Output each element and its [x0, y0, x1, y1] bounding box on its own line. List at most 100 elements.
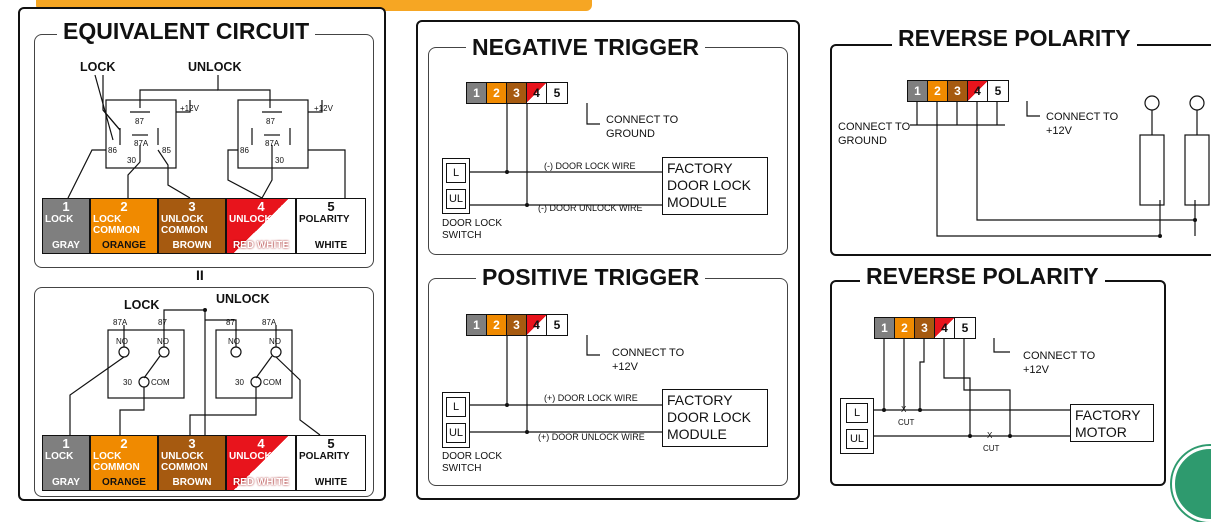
neg-factory-1: FACTORY	[667, 160, 733, 176]
rp2-switch-ul[interactable]: UL	[846, 429, 868, 449]
neg-factory-module: FACTORY DOOR LOCK MODULE	[662, 157, 768, 215]
terminal-b-5-name: POLARITY	[299, 451, 350, 462]
equivalent-circuit-lower-frame	[34, 287, 374, 497]
lock-label-2: LOCK	[124, 298, 160, 312]
pos-factory-module: FACTORY DOOR LOCK MODULE	[662, 389, 768, 447]
neg-switch-label-1: DOOR LOCK	[442, 218, 503, 229]
terminal-1-color: GRAY	[52, 240, 80, 251]
neg-switch-l[interactable]: L	[446, 163, 466, 183]
rp1-pin-1: 1	[908, 81, 928, 101]
pos-pin-2: 2	[487, 315, 507, 335]
lock-label: LOCK	[80, 60, 116, 74]
relay2-plus12v: +12V	[314, 104, 333, 113]
terminal-b-3-name: UNLOCK COMMON	[161, 451, 208, 473]
rp2-pin-2: 2	[895, 318, 915, 338]
terminal-b-3-color: BROWN	[172, 477, 212, 488]
rp2-x-mark-2: X	[987, 431, 993, 440]
reverse-polarity-1-title: REVERSE POLARITY	[892, 25, 1137, 51]
rp2-x-mark-1: X	[901, 405, 907, 414]
negative-trigger-pins: 1 2 3 4 5	[466, 82, 568, 104]
terminal-b-2-num: 2	[120, 436, 128, 451]
terminal-5: 5 POLARITY WHITE	[296, 198, 366, 254]
switch-87: 87	[158, 318, 167, 327]
relay-pin-85: 85	[162, 146, 171, 155]
rp2-factory-1: FACTORY	[1075, 407, 1141, 423]
terminal-3-name: UNLOCK COMMON	[161, 214, 208, 236]
relay2-pin-30: 30	[275, 156, 284, 165]
rp2-connect-right-2: +12V	[1023, 364, 1049, 376]
relay-pin-30: 30	[127, 156, 136, 165]
neg-pin-4: 4	[527, 83, 547, 103]
pos-pin-5: 5	[547, 315, 567, 335]
neg-factory-2: DOOR LOCK	[667, 177, 752, 193]
terminal-5-num: 5	[327, 199, 335, 214]
terminal-b-1-num: 1	[62, 436, 70, 451]
terminal-b-4-name: UNLOCK	[229, 451, 272, 462]
pos-connect-target: +12V	[612, 361, 638, 373]
neg-switch-ul[interactable]: UL	[446, 189, 466, 209]
reverse-polarity-2-wiring	[874, 338, 1070, 438]
switch2-no-2: NO	[269, 337, 281, 346]
negative-trigger-title: NEGATIVE TRIGGER	[466, 34, 706, 60]
rp2-cut-2: CUT	[983, 444, 1000, 453]
terminal-3-num: 3	[188, 199, 196, 214]
neg-pin-1: 1	[467, 83, 487, 103]
rp2-cut-1: CUT	[898, 418, 915, 427]
rp2-factory-motor: FACTORY MOTOR	[1070, 404, 1154, 442]
positive-trigger-title: POSITIVE TRIGGER	[476, 264, 706, 290]
pos-switch-l[interactable]: L	[446, 397, 466, 417]
relay-pin-86: 86	[108, 146, 117, 155]
rp1-connect-right-2: +12V	[1046, 125, 1072, 137]
neg-factory-3: MODULE	[667, 194, 727, 210]
rp1-connect-left-2: GROUND	[838, 135, 887, 147]
terminal-b-4-num: 4	[257, 436, 265, 451]
terminal-3: 3 UNLOCK COMMON BROWN	[158, 198, 226, 254]
equivalent-circuit-title: EQUIVALENT CIRCUIT	[57, 18, 316, 44]
terminal-5-color: WHITE	[314, 240, 348, 251]
terminal-b-2-name: LOCK COMMON	[93, 451, 140, 473]
switch-no-1: NO	[116, 337, 128, 346]
relay-plus12v: +12V	[180, 104, 199, 113]
pos-factory-1: FACTORY	[667, 392, 733, 408]
rp2-door-lock-switch: L UL	[840, 398, 874, 454]
relay2-pin-87a: 87A	[265, 139, 280, 148]
terminal-2-color: ORANGE	[102, 240, 146, 251]
equivalent-circuit-relay-wiring	[67, 74, 346, 199]
switch2-87a: 87A	[262, 318, 277, 327]
rp2-pin-3: 3	[915, 318, 935, 338]
reverse-polarity-1-wiring	[910, 95, 1210, 238]
rp1-connect-right-1: CONNECT TO	[1046, 111, 1119, 123]
rp2-pin-1: 1	[875, 318, 895, 338]
neg-pin-5: 5	[547, 83, 567, 103]
neg-pin-3: 3	[507, 83, 527, 103]
pos-lock-wire: (+) DOOR LOCK WIRE	[544, 393, 638, 403]
terminal-b-2: 2 LOCK COMMON ORANGE	[90, 435, 158, 491]
pos-pin-3: 3	[507, 315, 527, 335]
relay2-pin-86: 86	[240, 146, 249, 155]
terminal-4-color: RED WHITE	[232, 240, 290, 251]
rp2-switch-l[interactable]: L	[846, 403, 868, 423]
neg-switch-label-2: SWITCH	[442, 230, 482, 241]
pos-switch-label-1: DOOR LOCK	[442, 451, 503, 462]
switch-30: 30	[123, 378, 132, 387]
unlock-label: UNLOCK	[188, 60, 242, 74]
switch-87a: 87A	[113, 318, 128, 327]
switch2-com: COM	[263, 378, 282, 387]
neg-lock-wire: (-) DOOR LOCK WIRE	[544, 161, 636, 171]
pos-pin-4: 4	[527, 315, 547, 335]
terminal-b-5-num: 5	[327, 436, 335, 451]
rp2-connect-right-1: CONNECT TO	[1023, 350, 1096, 362]
pos-factory-3: MODULE	[667, 426, 727, 442]
pos-switch-ul[interactable]: UL	[446, 423, 466, 443]
terminal-b-1: 1 LOCK GRAY	[42, 435, 90, 491]
terminal-b-5-color: WHITE	[314, 477, 348, 488]
terminal-2-name: LOCK COMMON	[93, 214, 140, 236]
positive-trigger-wiring	[470, 335, 662, 434]
terminal-b-1-name: LOCK	[45, 451, 74, 462]
rp1-pin-4: 4	[968, 81, 988, 101]
terminal-4: 4 UNLOCK RED WHITE	[226, 198, 296, 254]
terminal-3-color: BROWN	[172, 240, 212, 251]
terminal-b-4-color: RED WHITE	[232, 477, 290, 488]
terminal-b-1-color: GRAY	[52, 477, 80, 488]
rp1-connect-left-1: CONNECT TO	[838, 121, 911, 133]
